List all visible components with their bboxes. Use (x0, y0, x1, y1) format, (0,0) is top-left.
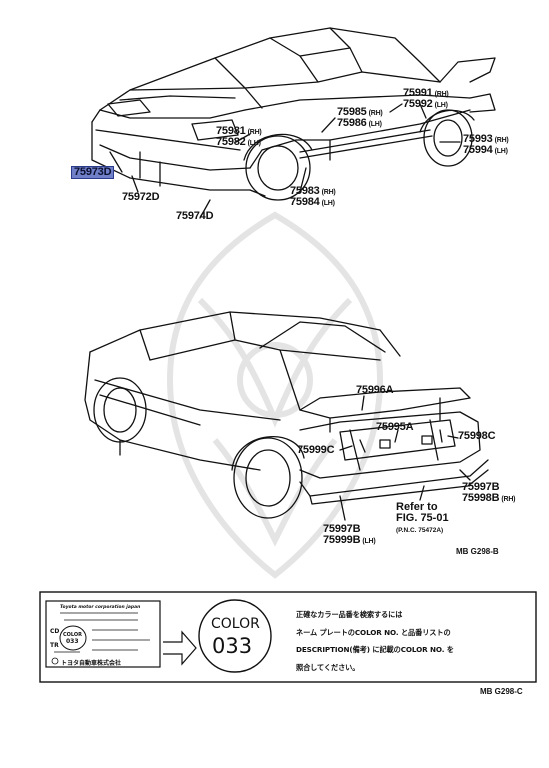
color-badge-label: COLOR (211, 616, 260, 632)
plate-badge-color: COLOR (63, 632, 83, 638)
plate-header: Toyota motor corporation japan (60, 605, 141, 610)
figure-code-upper: MB G298-B (456, 547, 499, 556)
part-label-75984: 75984(LH) (290, 196, 335, 208)
refer-line-1: Refer to (396, 501, 438, 513)
note-line-1: 正確なカラー品番を検索するには (296, 610, 403, 619)
plate-maker: トヨタ自動車株式会社 (61, 660, 122, 667)
part-label-75981: 75981(RH) (216, 125, 262, 137)
color-plate-box (39, 591, 537, 683)
part-label-75982: 75982(LH) (216, 136, 261, 148)
part-label-75972D: 75972D (122, 191, 160, 203)
refer-to-figure-note[interactable]: Refer to FIG. 75-01 (P.N.C. 75472A) (396, 502, 449, 536)
note-line-2: ネーム プレートのCOLOR NO. と品番リストの (296, 628, 451, 637)
plate-row-cd: CD (50, 628, 60, 635)
figure-code-lower: MB G298-C (480, 687, 523, 696)
part-label-75985: 75985(RH) (337, 106, 383, 118)
part-label-75999B: 75999B(LH) (323, 534, 376, 546)
part-label-75997B-left: 75997B (323, 523, 361, 535)
plate-badge-number: 033 (66, 638, 79, 645)
refer-line-3: (P.N.C. 75472A) (396, 527, 444, 534)
part-label-75995A: 75995A (376, 421, 414, 433)
part-label-75986: 75986(LH) (337, 117, 382, 129)
part-label-75996A: 75996A (356, 384, 394, 396)
note-line-4: 照合してください。 (296, 663, 360, 672)
part-label-75992: 75992(LH) (403, 98, 448, 110)
color-badge-number: 033 (212, 634, 253, 658)
part-label-75993: 75993(RH) (463, 133, 509, 145)
plate-row-tr: TR (50, 642, 59, 649)
top-car-drawing (91, 27, 496, 219)
part-label-75973D-highlighted[interactable]: 75973D (71, 166, 115, 179)
part-label-75991: 75991(RH) (403, 87, 449, 99)
note-line-3: DESCRIPTION(備考) に記載のCOLOR NO. を (296, 645, 454, 654)
part-label-75994: 75994(LH) (463, 144, 508, 156)
part-label-75997B-right: 75997B (462, 481, 500, 493)
part-label-75999C: 75999C (297, 444, 335, 456)
refer-line-2: FIG. 75-01 (396, 512, 449, 524)
part-label-75998C: 75998C (458, 430, 496, 442)
part-label-75974D: 75974D (176, 210, 214, 222)
part-label-75983: 75983(RH) (290, 185, 336, 197)
bottom-car-drawing (84, 311, 489, 521)
part-label-75998B: 75998B(RH) (462, 492, 516, 504)
